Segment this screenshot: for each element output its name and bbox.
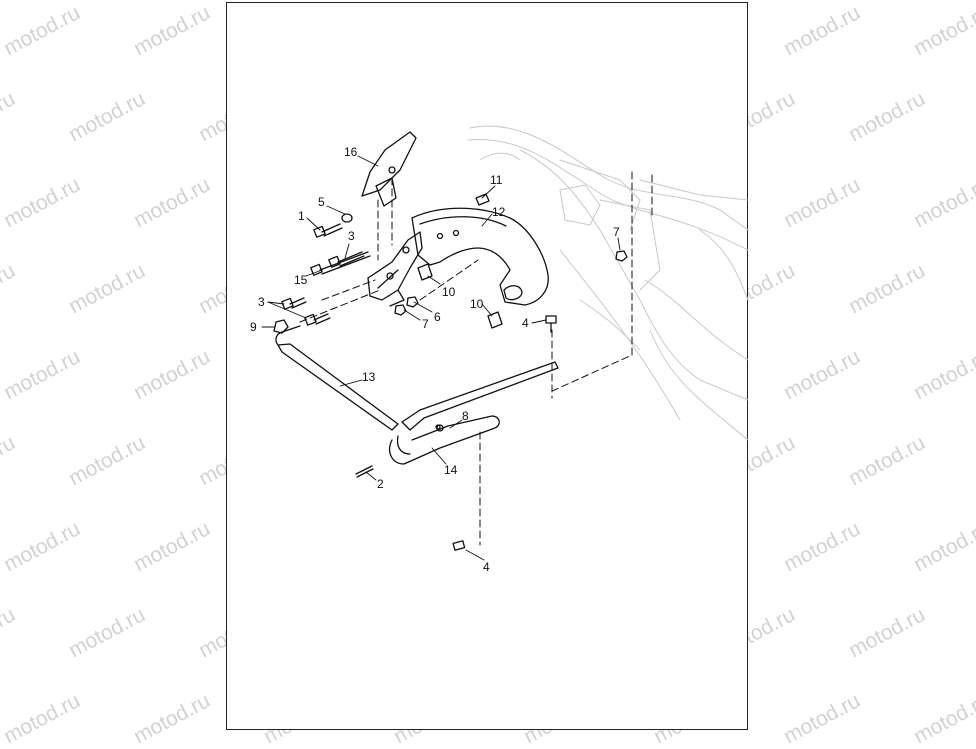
- part-14-rail: [389, 361, 559, 465]
- callout-10-upper: 10: [442, 285, 456, 299]
- callout-4-upper: 4: [522, 316, 529, 330]
- callout-10-lower: 10: [470, 297, 484, 311]
- frame-ghost-outline: [467, 125, 749, 441]
- callout-13: 13: [362, 370, 376, 384]
- part-7-nut-front: [394, 304, 407, 316]
- part-10-clip-lower: [487, 311, 503, 329]
- part-3-bolt-upper: [328, 251, 365, 268]
- callout-1: 1: [298, 209, 305, 223]
- callout-9: 9: [250, 320, 257, 334]
- part-16-bracket: [361, 131, 417, 207]
- part-9-nut: [273, 319, 289, 334]
- callout-3-upper: 3: [348, 229, 355, 243]
- part-10-clip-upper: [417, 263, 433, 281]
- callout-2: 2: [377, 477, 384, 491]
- callout-5: 5: [318, 195, 325, 209]
- callout-4-lower: 4: [483, 560, 490, 574]
- part-6-nut: [406, 296, 419, 308]
- part-12-support: [411, 207, 549, 306]
- callout-14: 14: [444, 463, 458, 477]
- callout-16: 16: [344, 145, 358, 159]
- part-2-pin: [355, 465, 374, 478]
- hinge-bracket: [367, 231, 423, 307]
- exploded-parts-diagram: [261, 125, 749, 561]
- callout-leaders: [261, 155, 621, 561]
- part-1-bolt: [313, 223, 343, 238]
- part-8-fastener: [435, 424, 441, 430]
- part-15-long-bolt: [310, 251, 371, 276]
- part-11-clip: [475, 193, 490, 206]
- part-4-screw-lower: [452, 540, 466, 551]
- callout-12: 12: [492, 205, 506, 219]
- part-7-nut-rear: [615, 250, 628, 262]
- assembly-leader-lines: [299, 171, 653, 546]
- part-13-rod: [275, 325, 399, 431]
- callout-3-lower: 3: [258, 295, 265, 309]
- callout-7-front: 7: [422, 317, 429, 331]
- diagram-frame: [226, 2, 748, 730]
- callout-6: 6: [434, 310, 441, 324]
- callout-8: 8: [462, 409, 469, 423]
- callout-15: 15: [294, 273, 308, 287]
- callout-11: 11: [490, 173, 503, 187]
- callout-7-rear: 7: [613, 225, 620, 239]
- part-5-washer: [341, 213, 353, 223]
- part-4-screw-upper: [545, 315, 557, 333]
- part-3-bolt-lower: [281, 297, 331, 326]
